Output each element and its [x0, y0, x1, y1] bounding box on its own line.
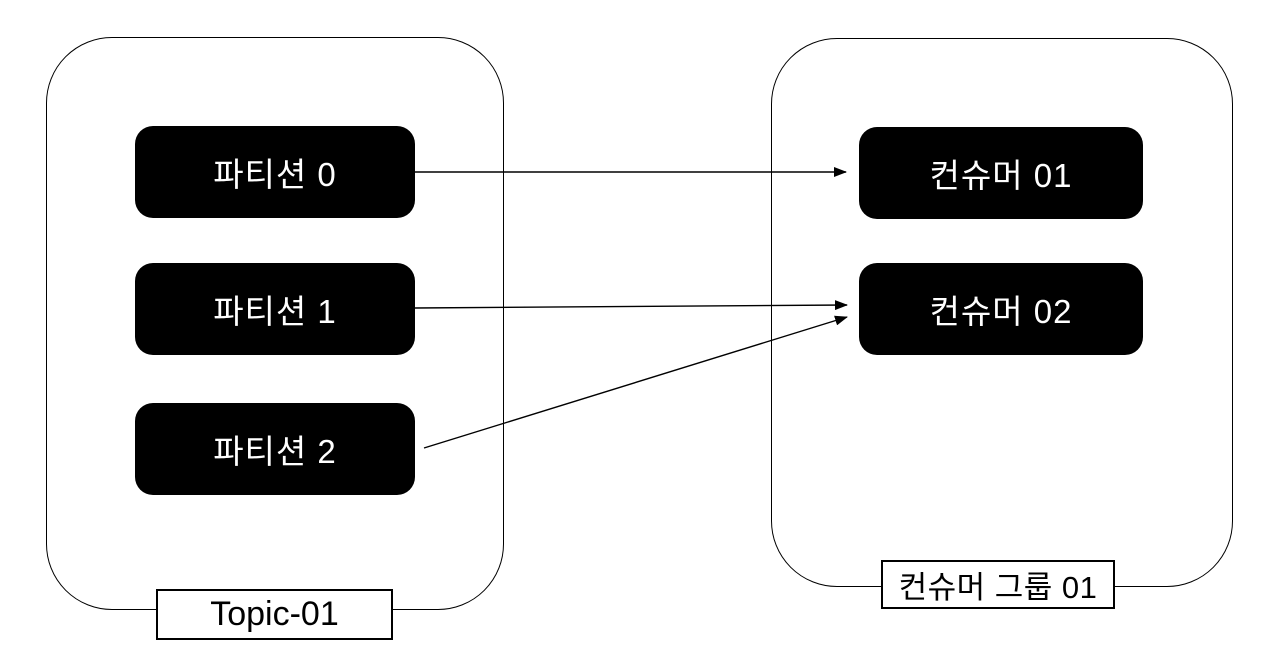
consumer-01-label: 컨슈머 01: [929, 157, 1073, 194]
topic-label-box: Topic-01: [156, 589, 393, 640]
consumer-group-label-box: 컨슈머 그룹 01: [881, 560, 1115, 609]
topic-label-text: Topic-01: [210, 595, 339, 633]
partition-1-label: 파티션 1: [213, 293, 337, 330]
consumer-02-label: 컨슈머 02: [929, 293, 1073, 330]
consumer-01-node: 컨슈머 01: [859, 127, 1143, 219]
partition-2-label: 파티션 2: [213, 433, 337, 470]
partition-0-node: 파티션 0: [135, 126, 415, 218]
partition-2-node: 파티션 2: [135, 403, 415, 495]
partition-1-node: 파티션 1: [135, 263, 415, 355]
consumer-group-label-text: 컨슈머 그룹 01: [898, 570, 1098, 605]
consumer-02-node: 컨슈머 02: [859, 263, 1143, 355]
partition-0-label: 파티션 0: [213, 156, 337, 193]
